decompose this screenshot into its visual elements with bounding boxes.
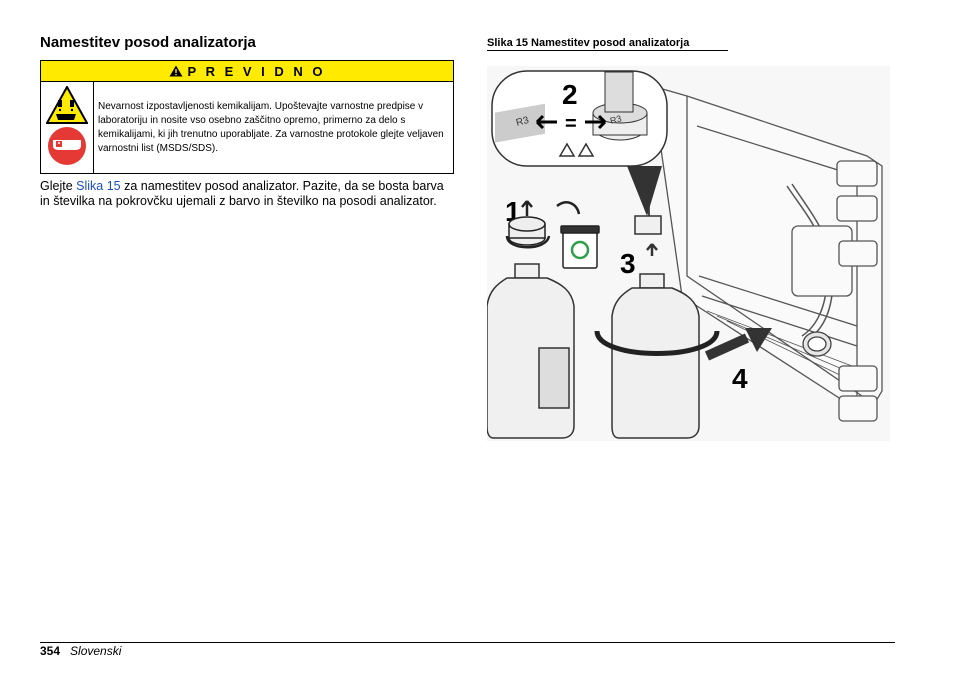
cap-detail-zoom: R3 R3 =	[491, 70, 668, 216]
footer-language: Slovenski	[70, 644, 122, 658]
warning-header: P R E V I D N O	[41, 61, 453, 82]
reagent-bottle-left	[487, 263, 575, 439]
page-number: 354	[40, 644, 61, 658]
figure-link[interactable]: Slika 15	[76, 179, 121, 193]
step-number-3: 3	[620, 248, 636, 279]
warning-title: P R E V I D N O	[187, 63, 326, 79]
instruction-paragraph: Glejte Slika 15 za namestitev posod anal…	[40, 179, 445, 209]
insert-arrow	[704, 328, 772, 361]
section-heading: Namestitev posod analizatorja	[40, 34, 256, 51]
equals-sign: =	[565, 113, 577, 135]
paragraph-text-end: za namestitev posod analizator. Pazite, …	[40, 179, 444, 208]
reagent-bottle-right	[594, 215, 720, 439]
figure-caption: Slika 15 Namestitev posod analizatorja	[487, 37, 728, 51]
r3-label-bottle: R3	[515, 115, 531, 129]
installation-illustration: R3 R3 = 2 1 3 4	[487, 66, 890, 441]
bottle-connector	[802, 331, 832, 357]
paragraph-text-start: Glejte	[40, 179, 77, 193]
step-number-4: 4	[732, 363, 748, 394]
r3-label-cap: R3	[609, 113, 623, 126]
warning-text: Nevarnost izpostavljenosti kemikalijam. …	[98, 101, 444, 154]
remove-cap	[505, 200, 581, 249]
page-footer: 354 Slovenski	[40, 644, 121, 658]
step-number-2: 2	[562, 79, 578, 110]
footer-rule	[40, 642, 895, 643]
warning-icons	[41, 82, 94, 173]
recycle-bin-icon	[560, 225, 600, 269]
corrosive-hazard-icon	[46, 86, 88, 124]
protective-eyewear-icon	[48, 127, 86, 165]
warning-box: P R E V I D N O Nevarnost izpostavljenos…	[40, 60, 454, 174]
warning-triangle-icon	[169, 65, 183, 77]
